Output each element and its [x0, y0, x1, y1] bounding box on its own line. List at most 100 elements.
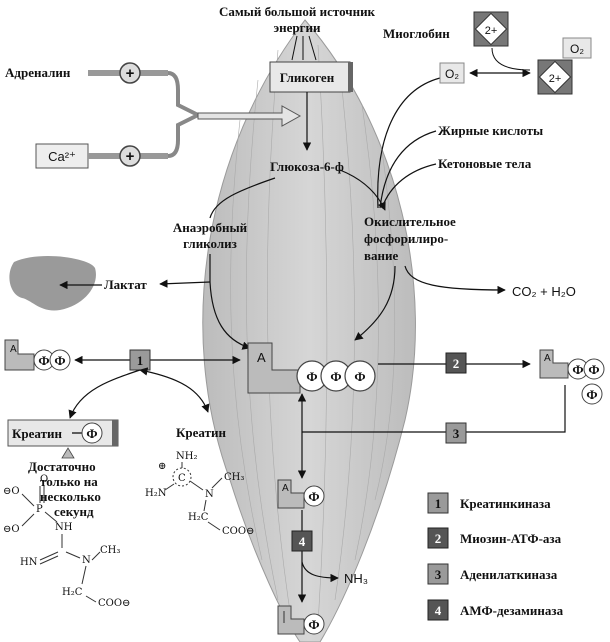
chem-label: COO⊖: [98, 598, 130, 609]
legend-label: АМФ-дезаминаза: [460, 603, 564, 618]
adenine-label: A: [10, 344, 17, 355]
anaerobic-label-1: Анаэробный: [173, 220, 248, 235]
adrenaline-label: Адреналин: [5, 65, 71, 80]
chem-label: ⊖O: [3, 524, 20, 535]
chem-label: N: [205, 489, 214, 500]
note-line-4: секунд: [54, 504, 94, 519]
legend-number: 2: [435, 531, 442, 546]
phosphate-icon: Ф: [586, 387, 597, 402]
enzyme-1-marker: 1: [129, 349, 151, 371]
adenine-label: A: [544, 353, 551, 364]
note-line-2: только на: [40, 474, 98, 489]
creatine-label: Креатин: [176, 425, 226, 440]
oxymyoglobin-icon: 2+ O₂: [537, 37, 592, 95]
legend-number: 4: [435, 603, 442, 618]
fe-label: 2+: [485, 25, 498, 37]
chem-label: H₂N: [145, 488, 167, 499]
title-bracket: [291, 35, 317, 61]
enzyme-number: 2: [453, 356, 460, 371]
enzyme-number: 1: [137, 353, 144, 368]
legend-item: 3 Аденилаткиназа: [427, 563, 558, 585]
chem-label: ⊖O: [3, 486, 20, 497]
enzyme-number: 4: [299, 534, 306, 549]
fe-label: 2+: [549, 73, 562, 85]
chem-label: ⊕: [158, 461, 166, 472]
glycogen-node: Гликоген: [269, 61, 353, 93]
chem-label: HN: [20, 557, 38, 568]
phosphate-icon: Ф: [308, 489, 319, 504]
legend-label: Креатинкиназа: [460, 496, 551, 511]
muscle-fiber-shape: [202, 19, 416, 642]
note-line-1: Достаточно: [28, 459, 96, 474]
legend-item: 2 Миозин-АТФ-аза: [427, 527, 562, 549]
ketone-bodies-label: Кетоновые тела: [438, 156, 532, 171]
myoglobin-icon: 2+: [473, 11, 509, 47]
creatine-phosphate-label: Креатин: [12, 426, 62, 441]
fatty-acids-label: Жирные кислоты: [438, 123, 543, 138]
legend-label: Миозин-АТФ-аза: [460, 531, 562, 546]
calcium-label: Ca²⁺: [48, 149, 76, 164]
chem-label: H₂C: [62, 587, 83, 598]
creatine-structure: ⊕ NH₂ H₂N C N CH₃ H₂C COO⊖: [145, 451, 254, 537]
oxid-label-2: фосфорилиро-: [364, 231, 448, 246]
nh3-label: NH₃: [344, 571, 368, 586]
phosphate-icon: Ф: [306, 369, 317, 384]
enzyme-4-marker: 4: [291, 530, 313, 552]
oxid-label-3: вание: [364, 248, 399, 263]
phosphate-icon: Ф: [572, 362, 583, 377]
chem-label: N: [82, 555, 91, 566]
myoglobin-label: Миоглобин: [383, 26, 450, 41]
legend-item: 1 Креатинкиназа: [427, 492, 551, 514]
o2-free-label: O₂: [445, 67, 459, 81]
chem-label: COO⊖: [222, 526, 254, 537]
adp-left: A Ф Ф: [4, 339, 71, 371]
phosphate-icon: Ф: [308, 617, 319, 632]
g6p-label: Глюкоза-6-ф: [270, 159, 344, 174]
regulator-arrow: [197, 105, 302, 127]
glycogen-label: Гликоген: [280, 70, 335, 85]
plus-icon: +: [126, 148, 135, 165]
creatine-phosphate-node: Креатин Ф: [7, 419, 119, 447]
regulator-bracket: [167, 71, 203, 158]
title-line-2: энергии: [274, 20, 322, 35]
oxid-label-1: Окислительное: [364, 214, 456, 229]
chem-label: NH₂: [176, 451, 197, 462]
legend-number: 3: [435, 567, 442, 582]
chem-label: O: [40, 474, 48, 485]
o2-bound-label: O₂: [570, 42, 584, 56]
chem-label: C: [178, 473, 186, 484]
chem-label: NH: [55, 522, 73, 533]
adp-right: A Ф Ф Ф: [539, 349, 605, 405]
enzyme-2-marker: 2: [445, 352, 467, 374]
plus-icon: +: [126, 65, 135, 82]
adenine-label: A: [257, 350, 266, 365]
phosphate-icon: Ф: [330, 369, 341, 384]
phosphate-icon: Ф: [54, 353, 65, 368]
phosphate-icon: Ф: [354, 369, 365, 384]
chem-label: H₂C: [188, 512, 209, 523]
chem-label: P: [36, 504, 43, 515]
anaerobic-label-2: гликолиз: [183, 236, 237, 251]
calcium-regulator: Ca²⁺ +: [35, 143, 168, 169]
atp-central: A Ф Ф Ф: [247, 342, 376, 394]
title-line-1: Самый большой источник: [219, 4, 376, 19]
enzyme-3-marker: 3: [445, 422, 467, 444]
chem-label: CH₃: [100, 545, 120, 556]
enzyme-number: 3: [453, 426, 460, 441]
phosphocreatine-structure: ⊖O O P ⊖O NH HN N CH₃ H₂C COO⊖: [3, 474, 130, 609]
lactate-label: Лактат: [104, 277, 147, 292]
chem-label: CH₃: [224, 472, 244, 483]
adenine-label: A: [282, 483, 289, 494]
adrenaline-regulator: Адреналин +: [5, 62, 168, 84]
legend-number: 1: [435, 496, 442, 511]
imp-node: Ф: [277, 605, 325, 635]
enzyme-legend: 1 Креатинкиназа 2 Миозин-АТФ-аза 3 Адени…: [427, 492, 564, 621]
muscle-striations: [230, 44, 396, 626]
legend-label: Аденилаткиназа: [460, 567, 558, 582]
note-line-3: несколько: [40, 489, 101, 504]
co2-h2o-label: CO₂ + H₂O: [512, 284, 576, 299]
o2-free-node: O₂: [439, 62, 465, 84]
phosphate-icon: Ф: [86, 426, 97, 441]
amp-node: A Ф: [277, 479, 325, 509]
